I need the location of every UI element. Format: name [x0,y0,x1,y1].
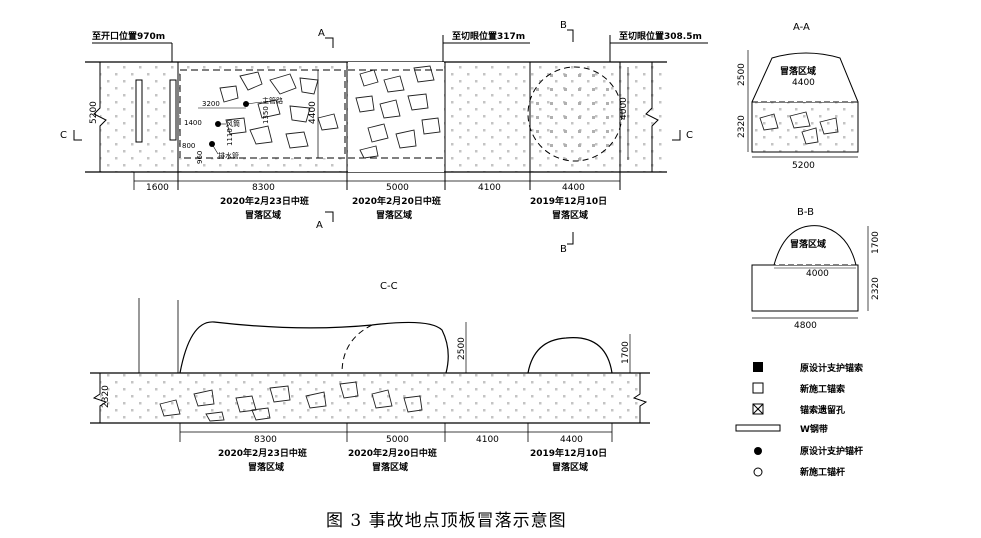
section-cc-dim-2500: 2500 [457,337,467,360]
plan-zone3-date: 2019年12月10日 [530,195,607,207]
dim-1400: 1400 [184,119,202,127]
section-bb-dim-top: 1700 [871,231,881,254]
plan-dim-4: 4100 [478,183,501,193]
section-aa-dim-inner: 4400 [792,78,815,88]
dim-1350: 1350 [262,106,270,124]
marker-cut2: 至切眼位置308.5m [619,30,702,42]
plan-zone1-label: 冒落区域 [245,209,281,221]
dim-3200: 3200 [202,100,220,108]
legend-filled-square-icon [753,362,763,372]
cc-zone2-label: 冒落区域 [372,461,408,473]
section-aa-dim-bottom: 2320 [737,115,747,138]
marker-cut1: 至切眼位置317m [452,30,525,42]
plan-view: 至开口位置970m 至切眼位置317m 至切眼位置308.5m A A B B … [60,20,708,255]
plan-height-dim: 5200 [89,101,99,124]
section-aa-zone: 冒落区域 [780,65,816,77]
section-mark-b-bottom: B [560,244,567,255]
section-aa-dim-top: 2500 [737,63,747,86]
plan-zone1-date: 2020年2月23日中班 [220,195,309,207]
section-mark-c-right: C [686,130,693,141]
point-label-duct: 风筒 [226,119,240,128]
cc-dim-1: 8300 [254,435,277,445]
dim-4000: 4000 [619,97,629,120]
legend-filled-circle-icon [754,447,762,455]
section-bb-zone: 冒落区域 [790,238,826,250]
section-bb-dim-bottom: 2320 [871,277,881,300]
marker-open: 至开口位置970m [92,30,165,42]
section-aa: A-A 冒落区域 2500 2320 4400 5200 [737,22,859,171]
dim-800: 800 [182,142,195,150]
section-bb-title: B-B [797,207,814,218]
plan-dim-1: 1600 [146,183,169,193]
legend-label-3: 锚索遗留孔 [800,404,845,416]
section-mark-b-top: B [560,20,567,31]
section-bb-dim-inner: 4000 [806,269,829,279]
section-cc-dim-left: 2320 [101,385,111,408]
section-cc: C-C 2320 2500 1700 [90,281,650,473]
legend: 原设计支护锚索 新施工锚索 锚索遗留孔 W钢带 原设计支护锚杆 新施工锚杆 [735,362,863,478]
plan-zone2-label: 冒落区域 [376,209,412,221]
section-cc-dim-1700: 1700 [621,341,631,364]
cc-dim-3: 4100 [476,435,499,445]
cc-zone3-date: 2019年12月10日 [530,447,607,459]
section-aa-dim-width: 5200 [792,161,815,171]
legend-open-circle-icon [753,467,763,477]
section-mark-a-bottom: A [316,220,323,231]
plan-dim-3: 5000 [386,183,409,193]
cc-zone3-label: 冒落区域 [552,461,588,473]
legend-w-strap-icon [735,424,781,432]
plan-zone3-label: 冒落区域 [552,209,588,221]
plan-zone2-date: 2020年2月20日中班 [352,195,441,207]
legend-label-5: 原设计支护锚杆 [800,445,863,457]
legend-label-4: W钢带 [800,423,828,435]
cc-zone1-date: 2020年2月23日中班 [218,447,307,459]
section-aa-title: A-A [793,22,810,33]
legend-label-2: 新施工锚索 [800,383,845,395]
legend-label-6: 新施工锚杆 [800,466,845,478]
point-label-main-pipe: 主管路 [262,96,283,105]
section-cc-title: C-C [380,281,398,292]
legend-open-square-icon [752,382,764,394]
plan-dim-5: 4400 [562,183,585,193]
dim-4400: 4400 [308,101,318,124]
cc-dim-2: 5000 [386,435,409,445]
cc-zone1-label: 冒落区域 [248,461,284,473]
dim-1110: 1110 [226,128,234,146]
cc-dim-4: 4400 [560,435,583,445]
cc-zone2-date: 2020年2月20日中班 [348,447,437,459]
section-mark-c-left: C [60,130,67,141]
point-label-drain: 排水管 [218,151,239,160]
plan-dim-2: 8300 [252,183,275,193]
dim-960: 960 [196,151,204,164]
section-mark-a-top: A [318,28,325,39]
section-bb-dim-width: 4800 [794,321,817,331]
legend-crossed-square-icon [752,403,764,415]
legend-label-1: 原设计支护锚索 [800,362,863,374]
figure-caption: 图 3 事故地点顶板冒落示意图 [326,511,567,531]
section-bb: B-B 冒落区域 1700 2320 4000 4800 [751,207,881,331]
